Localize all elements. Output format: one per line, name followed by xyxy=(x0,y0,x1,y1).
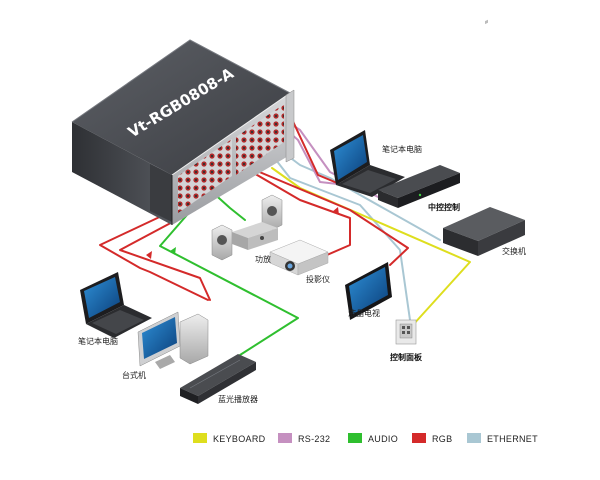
label-laptop-top: 笔记本电脑 xyxy=(382,144,422,154)
matrix-switcher: Vt-RGB0808-A xyxy=(71,39,295,225)
label-control-panel: 控制面板 xyxy=(390,352,423,362)
label-central-control: 中控控制 xyxy=(428,202,460,212)
cable-rgb-lcd xyxy=(249,167,409,266)
bluray-device xyxy=(180,354,256,404)
projector-device xyxy=(269,239,329,276)
label-laptop-left: 笔记本电脑 xyxy=(78,336,118,346)
legend-item-rgb: RGB xyxy=(412,433,452,444)
control-panel-device xyxy=(395,319,417,345)
legend-label-rgb: RGB xyxy=(432,434,452,444)
switch-device xyxy=(443,19,525,256)
central-control-device xyxy=(378,165,460,208)
desktop-device xyxy=(137,311,209,369)
legend: KEYBOARD RS-232 AUDIO RGB ETHERNET xyxy=(193,433,538,444)
legend-item-rs232: RS-232 xyxy=(278,433,330,444)
legend-swatch-rs232 xyxy=(278,433,292,443)
cable-rgb-projector xyxy=(239,164,351,259)
legend-label-audio: AUDIO xyxy=(368,434,398,444)
legend-label-keyboard: KEYBOARD xyxy=(213,434,266,444)
laptop-left-device xyxy=(80,272,152,338)
amplifier-device xyxy=(211,194,283,261)
label-switch: 交换机 xyxy=(502,246,526,256)
legend-item-ethernet: ETHERNET xyxy=(467,433,538,444)
legend-swatch-audio xyxy=(348,433,362,443)
label-bluray: 蓝光播放器 xyxy=(218,394,258,404)
cable-rgb-laptop-left xyxy=(99,204,209,301)
cable-audio-bluray xyxy=(159,199,299,356)
label-amplifier: 功放 xyxy=(255,254,271,264)
label-projector: 投影仪 xyxy=(306,274,330,284)
cable-keyboard-panel xyxy=(271,167,471,327)
cable-rgb-laptop-top xyxy=(289,114,343,186)
lcd-tv-device xyxy=(345,262,392,320)
legend-swatch-rgb xyxy=(412,433,426,443)
legend-label-ethernet: ETHERNET xyxy=(487,434,538,444)
legend-label-rs232: RS-232 xyxy=(298,434,330,444)
label-desktop: 台式机 xyxy=(122,370,146,380)
cable-ethernet-panel xyxy=(275,159,411,321)
legend-swatch-ethernet xyxy=(467,433,481,443)
label-lcd-tv: 液晶电视 xyxy=(348,308,380,318)
legend-swatch-keyboard xyxy=(193,433,207,443)
legend-item-keyboard: KEYBOARD xyxy=(193,433,266,444)
laptop-top-device xyxy=(330,130,405,197)
legend-item-audio: AUDIO xyxy=(348,433,398,444)
cable-rgb-desktop xyxy=(119,209,211,301)
